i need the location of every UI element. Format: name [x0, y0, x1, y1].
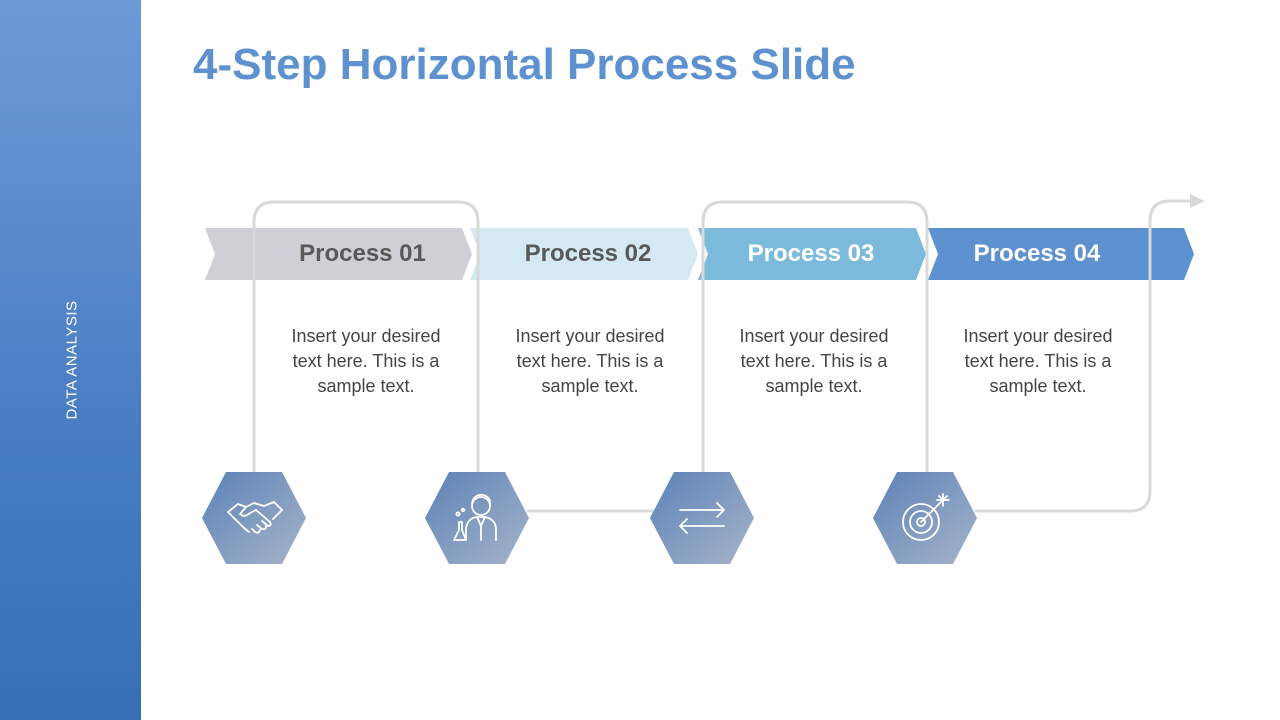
step-4-description: Insert your desired text here. This is a…: [963, 326, 1113, 396]
step-4-chevron: [928, 228, 1194, 280]
step-1-chevron: [205, 228, 472, 280]
page-title: 4-Step Horizontal Process Slide: [193, 40, 856, 89]
step-3-description: Insert your desired text here. This is a…: [739, 326, 889, 396]
step-4-label: Process 04: [973, 240, 1101, 267]
step-2-chevron: [470, 228, 698, 280]
connector-line: [252, 199, 1194, 513]
target-icon: [873, 472, 977, 564]
step-2-label: Process 02: [524, 240, 652, 267]
exchange-arrows-icon: [650, 472, 754, 564]
handshake-icon: [202, 472, 306, 564]
scientist-icon: [425, 472, 529, 564]
sidebar: DATA ANALYSIS: [0, 0, 141, 720]
connector-arrowhead: [1190, 194, 1205, 208]
step-3-chevron: [698, 228, 926, 280]
step-2-description: Insert your desired text here. This is a…: [515, 326, 665, 396]
step-1-label: Process 01: [299, 240, 426, 267]
step-3-label: Process 03: [747, 240, 875, 267]
step-1-description: Insert your desired text here. This is a…: [291, 326, 441, 396]
